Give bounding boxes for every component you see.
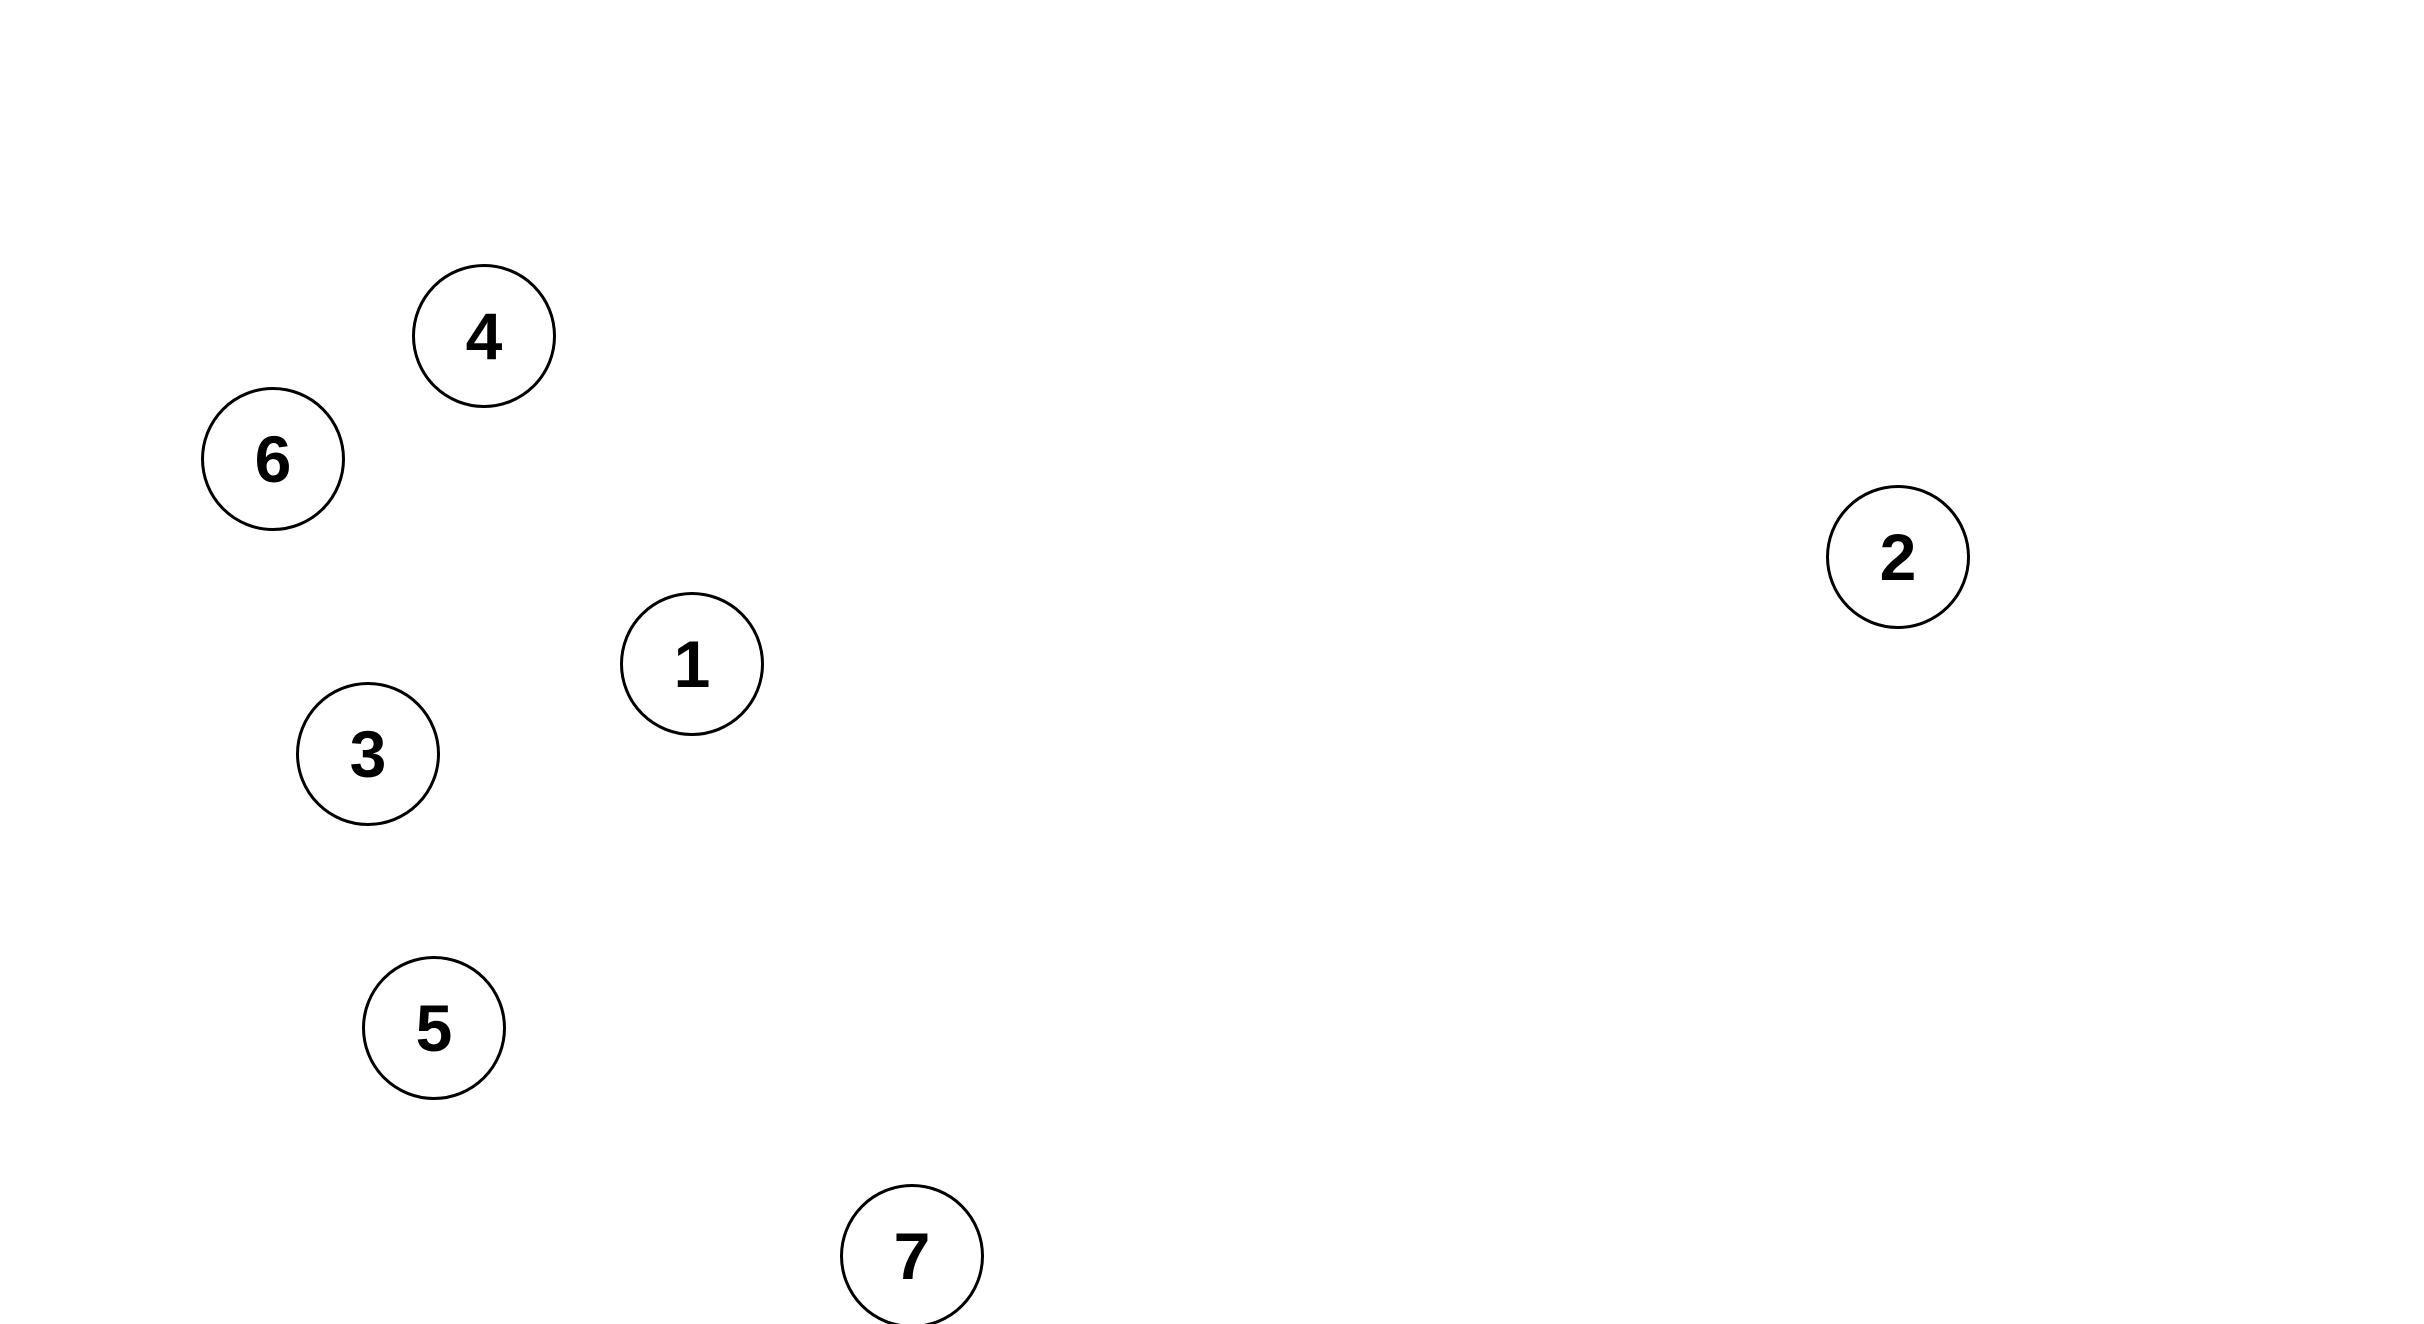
node-1: 1 xyxy=(620,592,764,736)
node-5-label: 5 xyxy=(415,991,453,1065)
node-3: 3 xyxy=(296,682,440,826)
node-4: 4 xyxy=(412,264,556,408)
node-4-label: 4 xyxy=(465,299,503,373)
node-2: 2 xyxy=(1826,485,1970,629)
node-3-label: 3 xyxy=(349,717,387,791)
node-7: 7 xyxy=(840,1184,984,1324)
node-6-label: 6 xyxy=(254,422,292,496)
node-6: 6 xyxy=(201,387,345,531)
node-5: 5 xyxy=(362,956,506,1100)
node-7-label: 7 xyxy=(893,1219,931,1293)
node-2-label: 2 xyxy=(1879,520,1917,594)
node-1-label: 1 xyxy=(673,627,711,701)
